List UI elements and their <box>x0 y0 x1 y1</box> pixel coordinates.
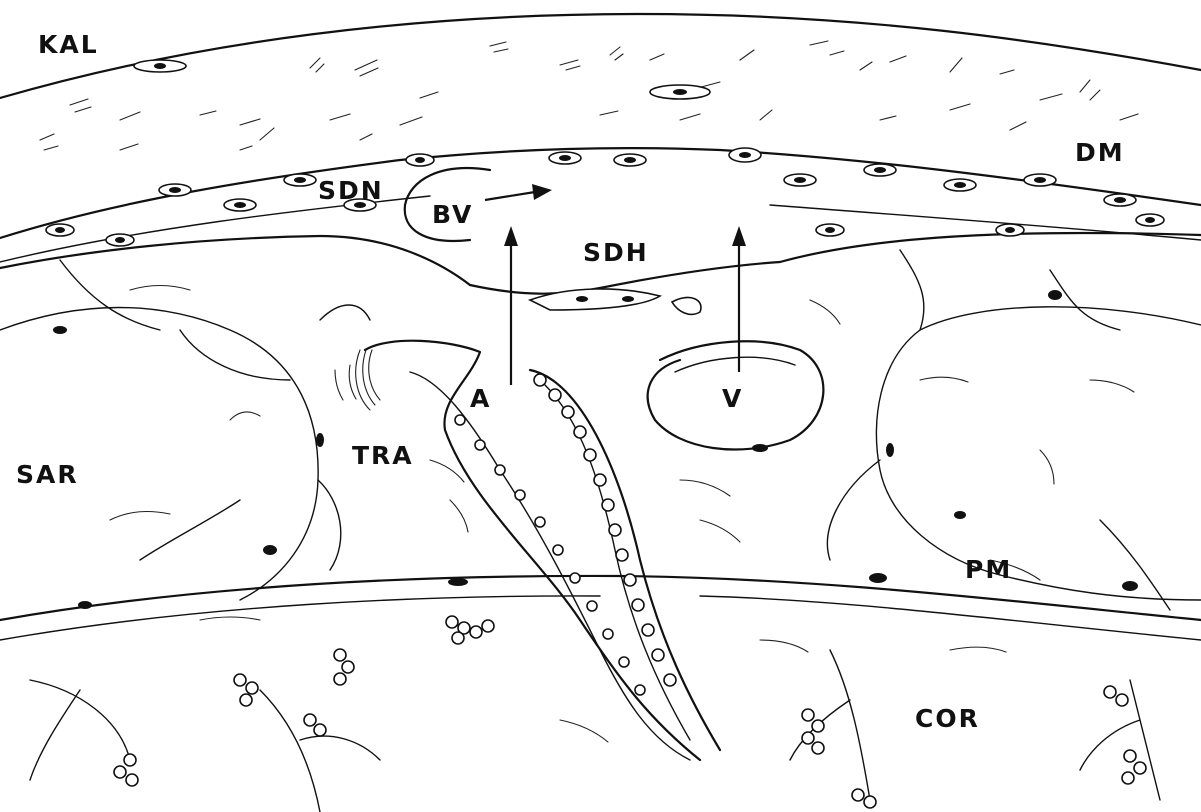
label-bv: BV <box>432 202 473 227</box>
trabecula-right-2 <box>827 270 1201 600</box>
artery-inner <box>410 372 690 760</box>
dura-cells <box>46 60 1164 246</box>
label-sar: SAR <box>16 462 79 487</box>
red-cell-clusters <box>114 616 1146 808</box>
artery-outer-left <box>365 341 700 760</box>
trabecula-left-1 <box>0 308 318 601</box>
tissue-strokes <box>110 286 1134 743</box>
trabecula-right-3 <box>900 250 1170 610</box>
label-kal: KAL <box>38 32 99 57</box>
label-v: V <box>722 386 743 411</box>
artery-wall-cells <box>455 374 676 695</box>
outer-dura-contour <box>0 14 1201 98</box>
arrow-bv-right <box>485 184 552 200</box>
cortex-process-3 <box>790 650 870 800</box>
dura-fibers <box>40 41 1138 150</box>
trabecula-left-3 <box>60 260 341 570</box>
artery-hatch <box>356 350 380 410</box>
label-sdh: SDH <box>583 240 649 265</box>
label-tra: TRA <box>352 443 414 468</box>
pia-mater <box>0 576 1201 620</box>
sdh-cells <box>530 289 701 314</box>
label-a: A <box>470 386 491 411</box>
label-pm: PM <box>965 557 1012 582</box>
cortex-process-1 <box>30 680 130 780</box>
cortex-process-2 <box>260 690 380 812</box>
label-dm: DM <box>1075 140 1125 165</box>
trabecula-right-1 <box>876 307 1201 575</box>
arrow-vein-up <box>732 226 746 372</box>
label-cor: COR <box>915 706 980 731</box>
vein-loop-inner <box>675 357 795 372</box>
trabecula-left-2 <box>180 305 370 380</box>
artery-inner-2 <box>545 385 690 740</box>
arrow-artery-up <box>504 226 518 385</box>
label-sdn: SDN <box>318 178 384 203</box>
